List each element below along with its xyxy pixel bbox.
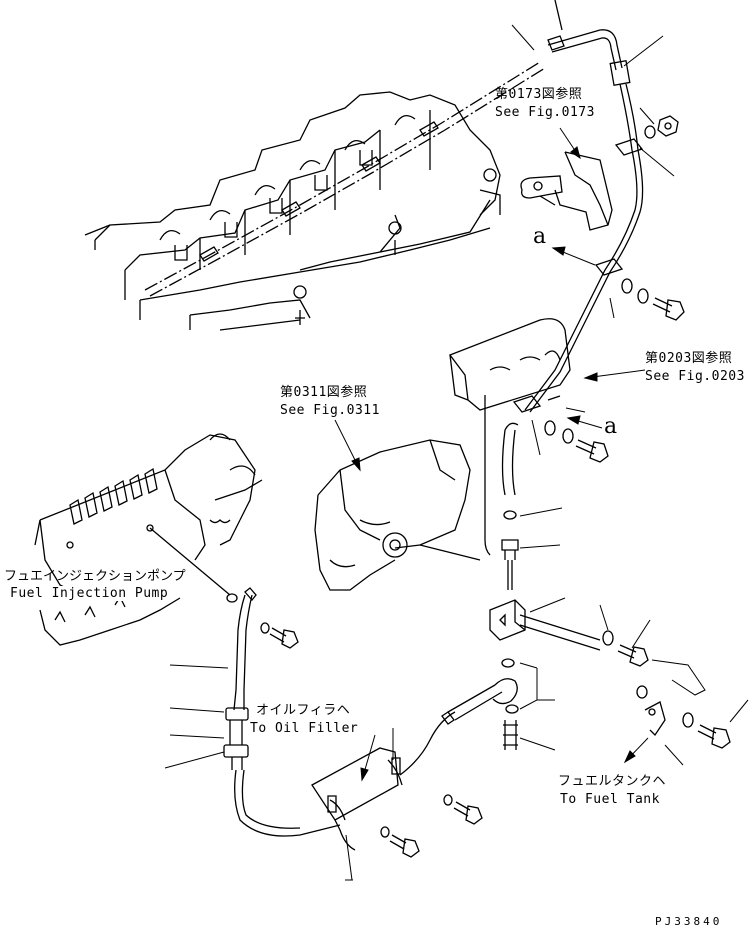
view-a-marker-upper: a	[533, 224, 547, 249]
bolts-bracket	[381, 795, 482, 857]
leader-lines	[165, 25, 748, 880]
fuel-injection-pump	[35, 434, 262, 645]
fuel-injection-pump-jp-label: フュエインジェクションポンプ	[4, 569, 186, 584]
junction-fittings	[442, 511, 600, 750]
ref-0311-jp-label: 第0311図参照	[280, 385, 368, 400]
reference-arrows	[335, 128, 648, 780]
oil-filler-en-label: To Oil Filler	[250, 721, 359, 736]
bolt-pump	[261, 623, 298, 648]
bolt-washer-upper	[622, 279, 684, 320]
fuel-injection-pump-en-label: Fuel Injection Pump	[10, 586, 169, 601]
component-0203	[450, 319, 570, 410]
oil-filler-jp-label: オイルフィラヘ	[256, 703, 351, 718]
engine-cylinder-head	[85, 92, 500, 330]
hose-vertical	[485, 395, 518, 555]
ref-0203-jp-label: 第0203図参照	[645, 351, 733, 366]
ref-0203-en-label: See Fig.0203	[645, 369, 745, 384]
fuel-tank-fitting	[645, 702, 730, 748]
bracket-0173	[521, 152, 612, 230]
nut-washer-top	[645, 116, 678, 138]
pipe-clamps	[514, 139, 642, 412]
ref-0173-jp-label: 第0173図参照	[495, 87, 583, 102]
fuel-tank-jp-label: フュエルタンクヘ	[558, 774, 667, 789]
feed-pump-0311	[315, 440, 480, 590]
return-pipe-top	[525, 0, 643, 412]
ref-0311-en-label: See Fig.0311	[280, 403, 380, 418]
bolt-washer-right	[603, 631, 648, 698]
view-a-marker-lower: a	[604, 414, 618, 439]
fuel-return-line-engine	[145, 62, 545, 296]
pump-outlet-hose	[224, 588, 340, 836]
fuel-tank-en-label: To Fuel Tank	[560, 792, 660, 807]
bracket-oil-filler	[312, 712, 455, 850]
ref-0173-en-label: See Fig.0173	[495, 105, 595, 120]
drawing-code: PJ33840	[655, 915, 723, 928]
bolt-washer-middle	[545, 421, 608, 462]
